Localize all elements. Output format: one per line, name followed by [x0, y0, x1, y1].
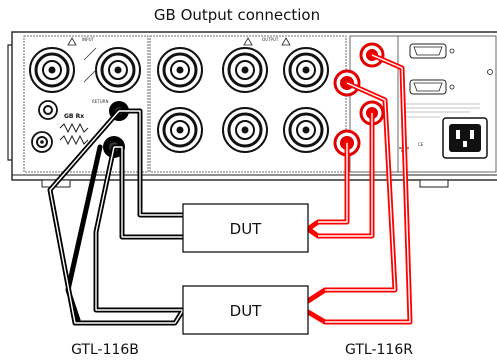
serial-port-1 — [409, 43, 447, 59]
black-cable-inner — [49, 110, 184, 324]
dut-box-2: DUT — [182, 285, 309, 335]
dut-box-1: DUT — [182, 203, 309, 253]
red-cable-inner — [318, 54, 411, 323]
gb-rx-wire-symbol — [59, 134, 89, 146]
screw-icon — [449, 84, 455, 90]
output-connector-3 — [283, 47, 329, 93]
output-connector-4 — [157, 107, 203, 153]
foot-right — [419, 179, 449, 188]
input-connector-1 — [29, 47, 75, 93]
warning-triangle-icon — [67, 37, 77, 46]
input-section-frame — [23, 35, 149, 173]
return-label: RETURN — [92, 99, 108, 104]
black-lead-sense-dut2-b — [65, 144, 103, 323]
power-section-frame — [349, 35, 497, 173]
dut-label-1: DUT — [230, 220, 263, 238]
svg-text:CE: CE — [418, 142, 424, 147]
output-connector-6 — [283, 107, 329, 153]
gb-rx-label: GB Rx — [64, 113, 84, 120]
chassis-left-ear — [7, 44, 12, 161]
instrument-rear-panel: INPUT OUTPUT GB Rx RETURN — [7, 31, 497, 188]
screw-icon — [487, 69, 493, 75]
input-hatch-marks — [83, 47, 97, 83]
rear-panel-fine-print — [404, 103, 480, 118]
diagram-title: GB Output connection — [154, 6, 320, 24]
screw-icon — [449, 48, 455, 54]
ground-terminal — [31, 131, 53, 153]
output-connector-2 — [222, 47, 268, 93]
output-label: OUTPUT — [262, 37, 279, 42]
ac-power-inlet — [442, 117, 488, 159]
output-connector-1 — [157, 47, 203, 93]
cable-label-black: GTL-116B — [71, 342, 139, 358]
gb-rx-terminal — [38, 100, 58, 120]
ce-mark-icon: CE — [418, 142, 424, 147]
input-label: INPUT — [82, 37, 95, 42]
cable-label-red: GTL-116R — [345, 342, 413, 358]
warning-triangle-icon — [281, 37, 291, 46]
output-connector-grid — [157, 47, 329, 153]
output-connector-5 — [222, 107, 268, 153]
serial-port-2 — [409, 79, 447, 95]
input-connector-2 — [95, 47, 141, 93]
dut-label-2: DUT — [230, 302, 263, 320]
output-section-frame — [149, 35, 347, 173]
warning-triangle-icon — [243, 37, 253, 46]
gb-rx-wire-symbol — [59, 122, 89, 134]
